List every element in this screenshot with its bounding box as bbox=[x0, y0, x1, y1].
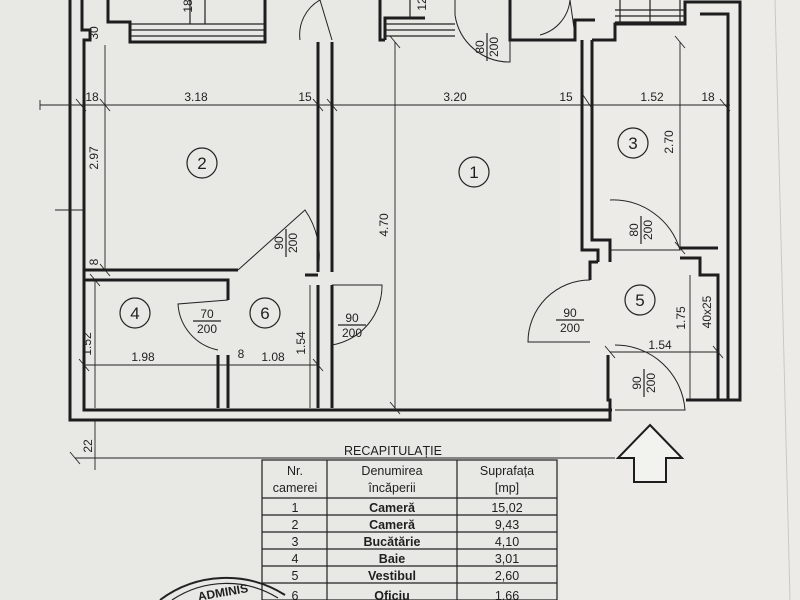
header-nr-line2: camerei bbox=[273, 481, 317, 495]
dim-label: 30 bbox=[87, 26, 101, 40]
dim-label: 18 bbox=[85, 90, 99, 104]
door-swings bbox=[177, 0, 686, 411]
room-number-5: 5 bbox=[635, 291, 644, 310]
door-sizes: 80 200 90 200 70 200 90 200 80 200 90 20… bbox=[193, 33, 658, 397]
row-name: Vestibul bbox=[368, 569, 416, 583]
dim-label: 1.75 bbox=[674, 306, 688, 330]
table-row: 2 Cameră 9,43 bbox=[292, 518, 520, 532]
dim-label: 2.97 bbox=[87, 146, 101, 170]
table-row: 3 Bucătărie 4,10 bbox=[292, 535, 520, 549]
dim-label: 3.20 bbox=[443, 90, 467, 104]
dim-label: 1.54 bbox=[294, 331, 308, 355]
door-size-vest: 90 200 bbox=[556, 306, 584, 335]
door-size-top: 80 200 bbox=[473, 33, 501, 61]
dim-label: 8 bbox=[238, 347, 245, 361]
entrance-arrow-icon bbox=[615, 423, 685, 483]
row-area: 3,01 bbox=[495, 552, 519, 566]
row-nr: 2 bbox=[292, 518, 299, 532]
dim-label: 15 bbox=[559, 90, 573, 104]
door-width: 90 bbox=[272, 236, 286, 250]
header-area-line2: [mp] bbox=[495, 481, 519, 495]
door-height: 200 bbox=[644, 373, 658, 393]
table-row: 1 Cameră 15,02 bbox=[292, 501, 523, 515]
row-area: 4,10 bbox=[495, 535, 519, 549]
room-markers: 1 2 3 4 5 6 bbox=[119, 127, 656, 329]
door-height: 200 bbox=[487, 37, 501, 57]
windows bbox=[130, 0, 685, 37]
table-row: 5 Vestibul 2,60 bbox=[292, 569, 520, 583]
dim-label: 12 bbox=[415, 0, 429, 11]
dim-label: 15 bbox=[298, 90, 312, 104]
row-nr: 1 bbox=[292, 501, 299, 515]
dim-label: 1.08 bbox=[261, 350, 285, 364]
row-area: 1,66 bbox=[495, 589, 519, 600]
door-width: 70 bbox=[200, 307, 214, 321]
dim-label: 1.54 bbox=[648, 338, 672, 352]
row-name: Oficiu bbox=[374, 589, 409, 600]
door-size-hall: 90 200 bbox=[338, 311, 366, 340]
row-nr: 3 bbox=[292, 535, 299, 549]
header-name-line2: încăperii bbox=[367, 481, 415, 495]
door-width: 80 bbox=[627, 223, 641, 237]
row-nr: 6 bbox=[292, 589, 299, 600]
dimension-labels: 18 3.18 15 3.20 15 1.52 18 2.97 8 4.70 2… bbox=[80, 0, 715, 453]
row-area: 9,43 bbox=[495, 518, 519, 532]
door-height: 200 bbox=[560, 321, 580, 335]
room-number-2: 2 bbox=[197, 154, 206, 173]
row-name: Cameră bbox=[369, 518, 416, 532]
dim-label: 22 bbox=[81, 439, 95, 453]
door-height: 200 bbox=[286, 233, 300, 253]
dim-label: 1.98 bbox=[131, 350, 155, 364]
interior-walls bbox=[84, 40, 720, 408]
dim-label: 18 bbox=[181, 0, 195, 13]
table-title: RECAPITULAȚIE bbox=[344, 444, 442, 458]
door-width: 80 bbox=[473, 40, 487, 54]
dim-label: 2.70 bbox=[662, 130, 676, 154]
row-name: Bucătărie bbox=[364, 535, 421, 549]
row-nr: 4 bbox=[292, 552, 299, 566]
row-name: Cameră bbox=[369, 501, 416, 515]
row-name: Baie bbox=[379, 552, 405, 566]
dim-label: 4.70 bbox=[377, 213, 391, 237]
door-height: 200 bbox=[641, 220, 655, 240]
door-size-room4: 70 200 bbox=[193, 307, 221, 336]
header-area-line1: Suprafața bbox=[480, 464, 534, 478]
door-size-kitchen: 80 200 bbox=[627, 216, 655, 244]
row-area: 2,60 bbox=[495, 569, 519, 583]
recap-table: RECAPITULAȚIE Nr. camerei Denumirea încă… bbox=[261, 444, 558, 600]
room-number-1: 1 bbox=[469, 163, 478, 182]
header-nr-line1: Nr. bbox=[287, 464, 303, 478]
header-name-line1: Denumirea bbox=[361, 464, 422, 478]
room-number-4: 4 bbox=[130, 304, 139, 323]
dim-label: 40x25 bbox=[700, 295, 714, 328]
door-height: 200 bbox=[197, 322, 217, 336]
dim-label: 1.52 bbox=[640, 90, 664, 104]
door-size-entry: 90 200 bbox=[630, 369, 658, 397]
dimension-lines bbox=[39, 35, 731, 470]
table-row: 6 Oficiu 1,66 bbox=[292, 589, 520, 600]
row-area: 15,02 bbox=[491, 501, 522, 515]
door-height: 200 bbox=[342, 326, 362, 340]
door-size-room2: 90 200 bbox=[272, 229, 300, 257]
outer-walls bbox=[68, 0, 742, 422]
door-width: 90 bbox=[345, 311, 359, 325]
row-nr: 5 bbox=[292, 569, 299, 583]
dim-label: 3.18 bbox=[184, 90, 208, 104]
door-width: 90 bbox=[563, 306, 577, 320]
table-row: 4 Baie 3,01 bbox=[292, 552, 520, 566]
dim-label: 1.52 bbox=[80, 332, 94, 356]
dim-label: 8 bbox=[87, 258, 101, 265]
room-number-3: 3 bbox=[628, 134, 637, 153]
door-width: 90 bbox=[630, 376, 644, 390]
dim-label: 18 bbox=[701, 90, 715, 104]
room-number-6: 6 bbox=[260, 304, 269, 323]
